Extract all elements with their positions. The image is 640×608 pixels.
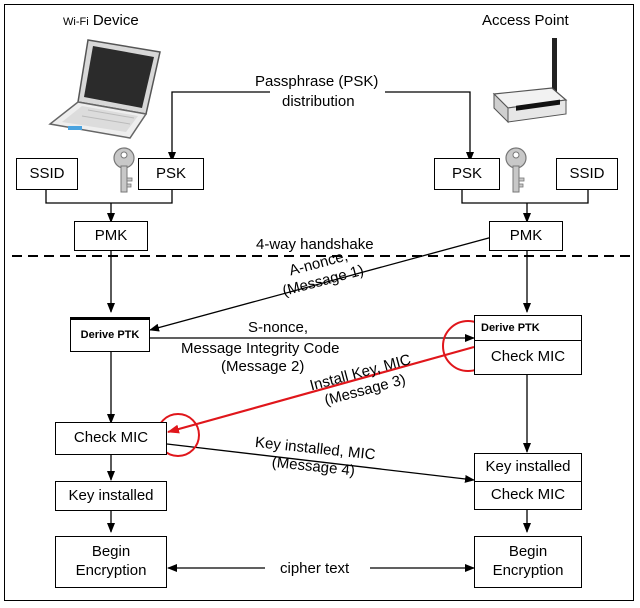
left-ssid-label: SSID (29, 164, 65, 182)
left-psk-label: PSK (155, 164, 186, 182)
right-begin-encryption-box: Begin Encryption (474, 536, 582, 588)
right-ssid-box: SSID (556, 158, 618, 190)
right-begin-label: Begin (508, 543, 548, 561)
passphrase-label: Passphrase (PSK) (255, 73, 379, 90)
handshake-label: 4-way handshake (256, 236, 374, 253)
right-encryption-label: Encryption (492, 562, 564, 579)
right-psk-label: PSK (451, 164, 482, 182)
left-check-mic-label: Check MIC (73, 429, 149, 447)
right-key-check-box: Key installed Check MIC (474, 453, 582, 510)
message-2-text-1: S-nonce, (248, 319, 309, 336)
distribution-arrow-left (168, 91, 270, 162)
access-point-icon (492, 38, 568, 124)
message-4-arrow (166, 443, 475, 483)
ap-title: Access Point (482, 12, 569, 29)
left-ssid-box: SSID (16, 158, 78, 190)
left-begin-label: Begin (91, 543, 131, 561)
key-icon (505, 147, 527, 193)
device-title: Wi-Fi Device (63, 12, 139, 30)
device-title-text: Device (92, 12, 139, 29)
right-pmk-label: PMK (509, 226, 543, 244)
left-key-installed-box: Key installed (55, 481, 167, 511)
distribution-label: distribution (282, 93, 355, 110)
diagram-frame (4, 4, 634, 601)
left-pmk-box: PMK (74, 221, 148, 251)
right-check-mic-top-label: Check MIC (490, 348, 566, 366)
distribution-arrow-right (385, 91, 474, 162)
laptop-icon (48, 39, 161, 139)
left-psk-box: PSK (138, 158, 204, 190)
right-check-mic-bottom-label: Check MIC (490, 486, 566, 504)
right-ssid-label: SSID (569, 164, 605, 182)
message-1-arrow (149, 235, 497, 332)
left-pmk-label: PMK (94, 226, 128, 244)
right-key-installed-label: Key installed (475, 454, 581, 482)
left-encryption-label: Encryption (75, 562, 147, 579)
left-ssid-merge (45, 190, 173, 204)
cipher-text-label: cipher text (280, 560, 350, 577)
left-begin-encryption-box: Begin Encryption (55, 536, 167, 588)
left-key-installed-label: Key installed (68, 486, 154, 504)
right-derive-check-box: Derive PTK Check MIC (474, 315, 582, 375)
message-3-arrow (167, 345, 475, 434)
right-ssid-merge (461, 190, 589, 204)
left-derive-ptk-box: Derive PTK (70, 317, 150, 352)
left-check-mic-box: Check MIC (55, 422, 167, 455)
right-psk-box: PSK (434, 158, 500, 190)
key-icon (113, 147, 135, 193)
right-pmk-box: PMK (489, 221, 563, 251)
message-2-text-3: (Message 2) (221, 358, 305, 375)
left-derive-ptk-label: Derive PTK (80, 328, 140, 341)
device-title-prefix: Wi-Fi (63, 16, 89, 28)
message-2-text-2: Message Integrity Code (181, 340, 340, 357)
right-derive-ptk-label: Derive PTK (475, 316, 581, 341)
